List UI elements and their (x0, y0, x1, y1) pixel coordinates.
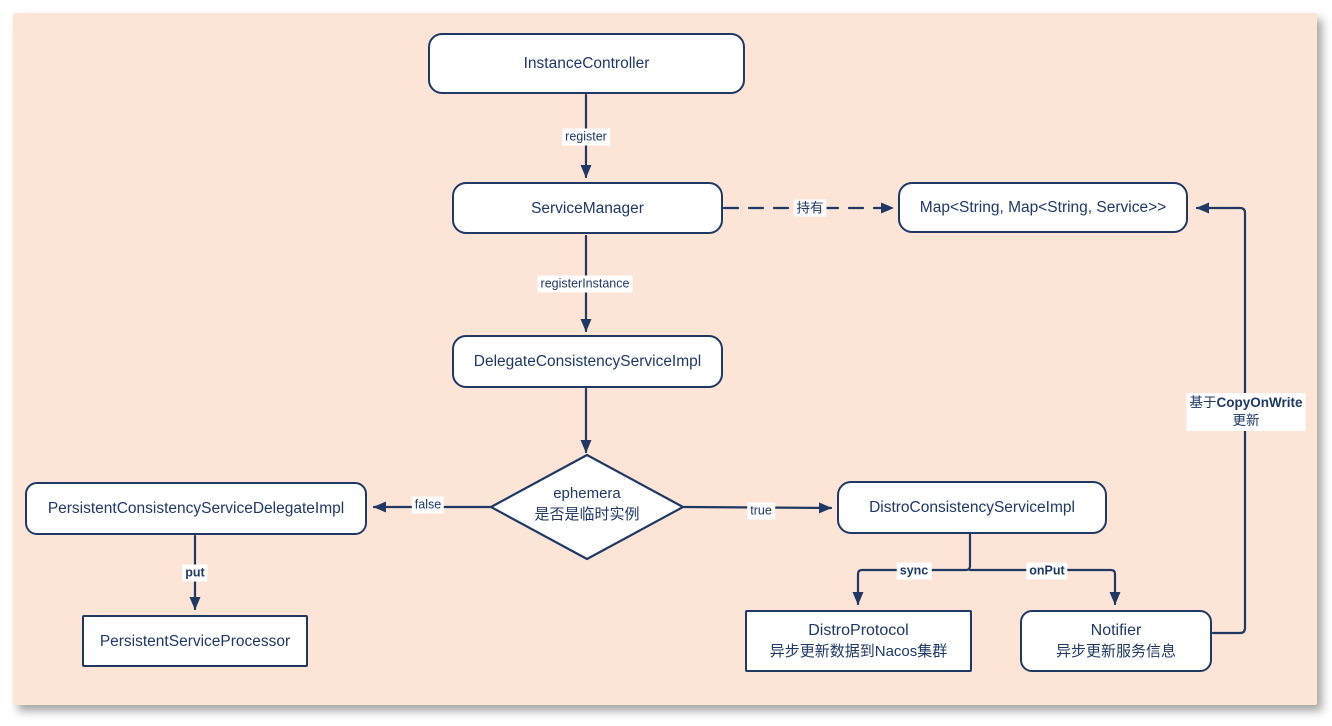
node-persistent-delegate: PersistentConsistencyServiceDelegateImpl (25, 482, 367, 535)
node-service-map: Map<String, Map<String, Service>> (898, 182, 1188, 233)
edge-label-sync: sync (896, 562, 932, 580)
edge-label-copy-on-write: 基于CopyOnWrite 更新 (1186, 393, 1306, 431)
edge-label-holds: 持有 (793, 199, 827, 217)
node-notifier: Notifier 异步更新服务信息 (1020, 610, 1212, 672)
node-service-manager-label: ServiceManager (531, 199, 644, 217)
node-distro-protocol-title: DistroProtocol (808, 622, 909, 639)
node-distro-consistency-label: DistroConsistencyServiceImpl (869, 499, 1075, 516)
node-persistent-processor: PersistentServiceProcessor (82, 615, 308, 667)
node-notifier-title: Notifier (1090, 622, 1142, 639)
node-instance-controller-label: InstanceController (523, 55, 650, 72)
node-service-map-label: Map<String, Map<String, Service>> (919, 199, 1167, 216)
edge-label-register: register (562, 128, 610, 146)
node-delegate-consistency: DelegateConsistencyServiceImpl (452, 335, 723, 388)
node-persistent-processor-label: PersistentServiceProcessor (99, 632, 291, 650)
edge-label-onput: onPut (1026, 562, 1068, 580)
edge-label-false: false (411, 496, 445, 514)
node-notifier-subtitle: 异步更新服务信息 (1055, 643, 1176, 660)
decision-label: ephemera 是否是临时实例 (497, 483, 677, 525)
node-distro-protocol-subtitle: 异步更新数据到Nacos集群 (769, 643, 948, 660)
copy-on-write-prefix: 基于 (1189, 395, 1217, 410)
edge-onput (968, 568, 1121, 606)
node-persistent-delegate-label: PersistentConsistencyServiceDelegateImpl (47, 500, 345, 517)
edge-label-register-instance: registerInstance (537, 275, 633, 293)
copy-on-write-bold: CopyOnWrite (1216, 395, 1303, 410)
node-delegate-consistency-label: DelegateConsistencyServiceImpl (473, 353, 702, 370)
decision-label-line1: ephemera (553, 485, 621, 502)
decision-label-line2: 是否是临时实例 (534, 506, 640, 523)
edge-label-put: put (182, 564, 208, 582)
node-instance-controller: InstanceController (428, 33, 745, 94)
edge-label-true: true (747, 502, 775, 520)
node-service-manager: ServiceManager (452, 182, 723, 234)
node-distro-protocol: DistroProtocol 异步更新数据到Nacos集群 (745, 610, 972, 672)
copy-on-write-line2: 更新 (1232, 413, 1260, 428)
decision-diamond (489, 453, 685, 561)
node-distro-consistency: DistroConsistencyServiceImpl (837, 481, 1107, 534)
